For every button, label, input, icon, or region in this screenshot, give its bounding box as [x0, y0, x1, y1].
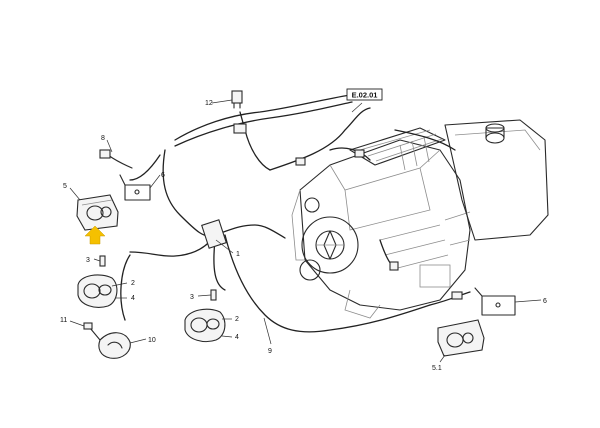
callout-12: 12 — [205, 100, 213, 107]
leader-lines — [69, 99, 542, 363]
wiring-harness — [120, 94, 471, 333]
connector-part-8 — [99, 149, 133, 169]
engine-block — [291, 127, 471, 319]
callout-1: 1 — [236, 251, 240, 258]
front-lamp-part-5-1 — [437, 319, 485, 357]
bulb-part-3b — [210, 289, 217, 301]
bracket-part-6b — [474, 287, 516, 316]
highlight-arrow-icon — [84, 225, 106, 245]
bracket-part-6a — [119, 174, 151, 201]
relay-part — [231, 90, 243, 109]
callout-labels: 12 8 5 6 1 3 2 4 3 2 4 11 10 9 6 5.1 — [60, 100, 547, 372]
callout-6a: 6 — [161, 172, 165, 179]
callout-9: 9 — [268, 348, 272, 355]
horn-part-10 — [83, 322, 131, 359]
lamp-part-2a — [77, 274, 118, 308]
bulb-part-3a — [99, 255, 106, 267]
callout-11: 11 — [60, 317, 67, 324]
callout-4a: 4 — [131, 295, 135, 302]
callout-6b: 6 — [543, 298, 547, 305]
callout-3a: 3 — [86, 257, 90, 264]
reference-box: E.02.01 — [346, 88, 383, 101]
callout-10: 10 — [148, 337, 156, 344]
callout-5: 5 — [63, 183, 67, 190]
callout-2a: 2 — [131, 280, 135, 287]
front-lamp-part-5 — [76, 194, 119, 231]
callout-8: 8 — [101, 135, 105, 142]
lamp-part-2b — [184, 308, 226, 343]
callout-2b: 2 — [235, 316, 239, 323]
coolant-tank — [444, 119, 549, 241]
reference-code: E.02.01 — [352, 91, 378, 100]
engine-fan-pulley — [301, 216, 359, 274]
callout-3b: 3 — [190, 294, 194, 301]
callout-4b: 4 — [235, 334, 239, 341]
callout-5-1: 5.1 — [432, 365, 442, 372]
